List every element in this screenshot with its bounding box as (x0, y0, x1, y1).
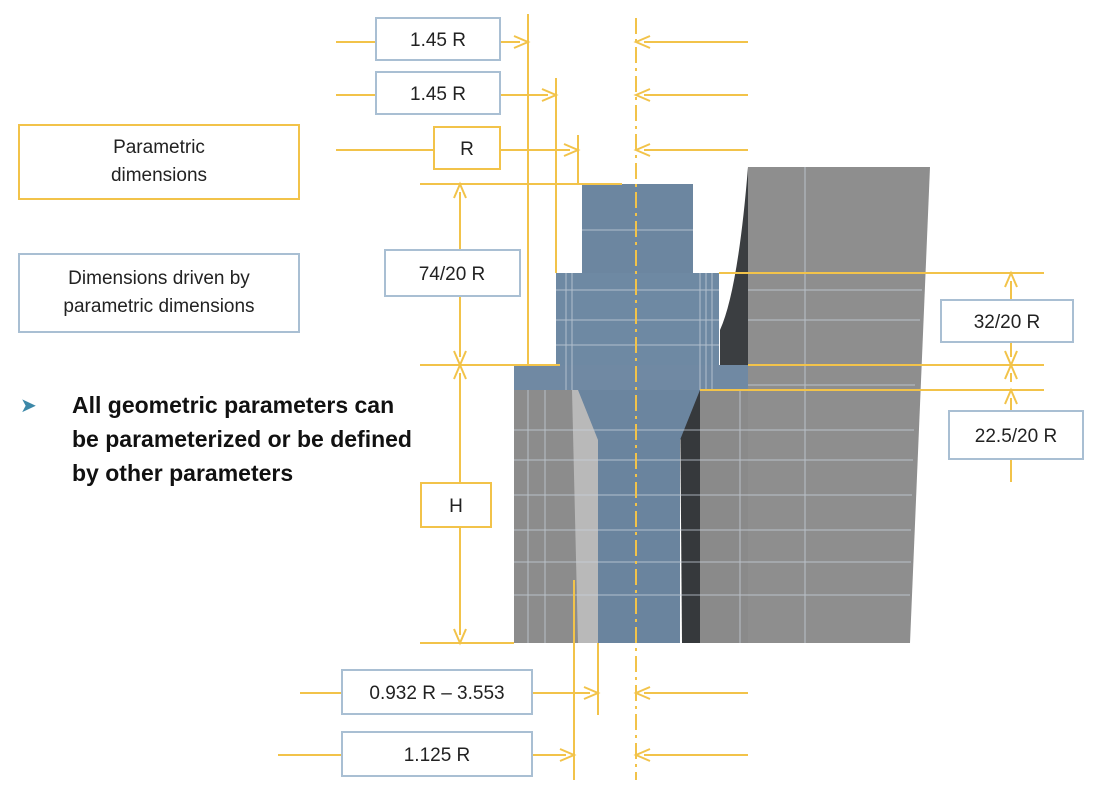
dimension-arrowheads (453, 35, 1018, 762)
dark-gap (680, 390, 700, 643)
dim-box-right-225 (948, 410, 1084, 460)
dim-box-top-2 (375, 71, 501, 115)
legend-parametric-dimensions: Parametric dimensions (18, 124, 300, 200)
dim-label-bottom-0932: 0.932 R – 3.553 (369, 683, 504, 704)
dim-box-bottom-1125 (341, 731, 533, 777)
bolt-head (582, 184, 693, 274)
dim-label-top-r: R (460, 139, 474, 160)
dimension-label-boxes (341, 17, 1084, 777)
bolt-shank (598, 440, 680, 643)
fillet-dark-shadow (720, 167, 748, 365)
mesh-lines (514, 167, 922, 643)
dim-box-top-r (433, 126, 501, 170)
dim-label-height-74: 74/20 R (419, 264, 486, 285)
bolt-flange (514, 365, 748, 390)
arrowhead-bullet-icon: ➤ (20, 395, 37, 417)
dim-box-top-1 (375, 17, 501, 61)
dim-box-height-h (420, 482, 492, 528)
model-geometry (514, 18, 930, 780)
dimension-label-texts: 1.45 R 1.45 R R 74/20 R H 32/20 R 22.5/2… (369, 30, 1057, 766)
bullet-text: All geometric parameters can be paramete… (72, 392, 412, 486)
inner-right-gray (700, 390, 748, 643)
dim-box-right-32 (940, 299, 1074, 343)
bolt-taper (578, 390, 700, 440)
dim-label-right-225: 22.5/20 R (975, 426, 1057, 447)
dim-label-top-2: 1.45 R (410, 84, 466, 105)
legend-driven-dimensions: Dimensions driven by parametric dimensio… (18, 253, 300, 333)
dim-label-right-32: 32/20 R (974, 312, 1041, 333)
left-light-taper (572, 390, 598, 643)
bolt-collar (556, 273, 719, 365)
bullet-point: ➤ All geometric parameters can be parame… (20, 388, 412, 490)
dim-label-bottom-1125: 1.125 R (404, 745, 471, 766)
right-gray-block (748, 167, 930, 643)
dim-box-bottom-0932 (341, 669, 533, 715)
dim-label-height-h: H (449, 496, 463, 517)
dimension-lines (278, 14, 1044, 780)
dim-box-height-74 (384, 249, 521, 297)
dim-label-top-1: 1.45 R (410, 30, 466, 51)
